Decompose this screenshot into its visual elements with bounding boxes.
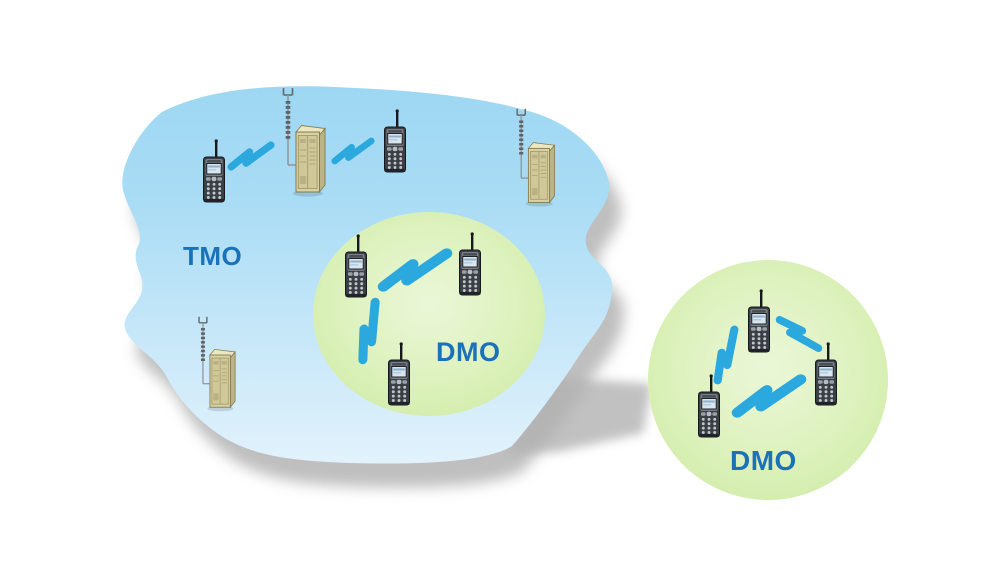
dmo-outer-zone-shape — [648, 260, 888, 500]
tmo-zone-label: TMO — [183, 241, 243, 271]
dmo-outer-zone-label: DMO — [730, 445, 797, 476]
dmo-inner-zone-label: DMO — [436, 337, 501, 367]
dmo-inner-zone-shape — [313, 212, 545, 416]
